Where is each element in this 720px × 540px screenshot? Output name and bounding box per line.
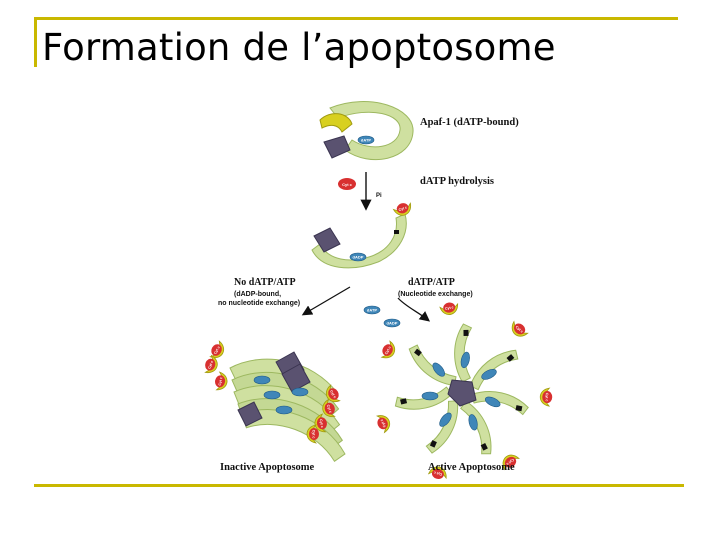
cytc-free: Cyt c [338, 178, 356, 190]
nucleotide-exchange: dATP dADP [363, 305, 401, 328]
label-no-datp-sub2: no nucleotide exchange) [218, 300, 300, 307]
inactive-apoptosome [201, 339, 346, 463]
active-apoptosome [373, 300, 553, 482]
svg-text:Cyt c: Cyt c [342, 182, 353, 187]
apaf1-monomer-closed: dATP [319, 101, 414, 161]
svg-text:dATP: dATP [367, 308, 377, 313]
top-rule [34, 17, 678, 20]
label-no-datp: No dATP/ATP [234, 277, 296, 288]
arrow-to-inactive [301, 286, 351, 316]
label-pi: Pi [376, 193, 382, 199]
bottom-rule [34, 484, 684, 487]
datp-tag: dATP [361, 138, 371, 143]
label-no-datp-sub1: (dADP-bound, [234, 291, 281, 298]
slide-title: Formation de l’apoptosome [42, 26, 556, 69]
svg-text:dADP: dADP [387, 321, 398, 326]
label-datp-atp: dATP/ATP [408, 277, 455, 288]
left-rule [34, 17, 37, 67]
label-hydrolysis: dATP hydrolysis [420, 176, 494, 187]
arrow-to-active [397, 297, 431, 322]
dadp-tag-mid: dADP [353, 255, 364, 260]
label-apaf1: Apaf-1 (dATP-bound) [420, 117, 519, 128]
label-datp-sub: (Nucleotide exchange) [398, 291, 473, 298]
apaf1-monomer-open: dADP [311, 199, 414, 269]
label-active: Active Apoptosome [428, 462, 515, 473]
label-inactive: Inactive Apoptosome [220, 462, 315, 473]
